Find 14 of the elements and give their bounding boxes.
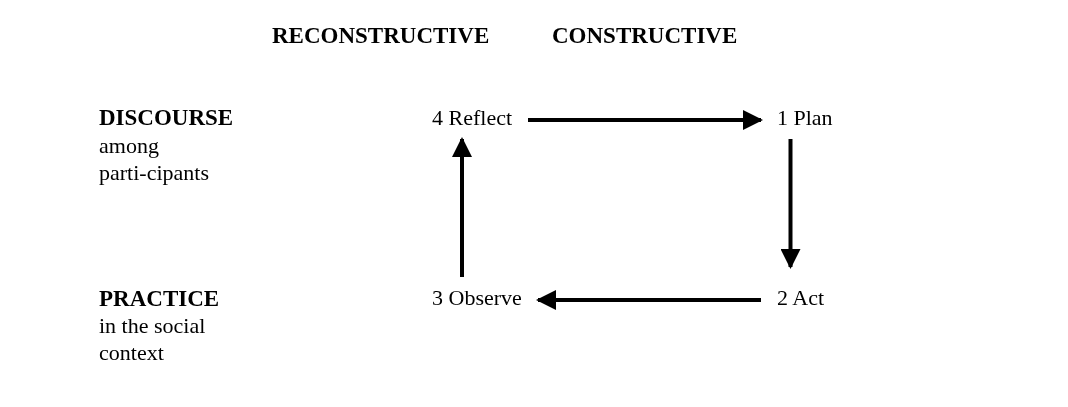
column-heading: DISCOURSE xyxy=(99,104,235,131)
step-label: 3 Observe xyxy=(432,285,522,311)
column-heading: RECONSTRUCTIVE xyxy=(272,22,491,49)
column-heading: CONSTRUCTIVE xyxy=(552,22,739,49)
row-description: in the social context xyxy=(99,312,207,366)
arrow xyxy=(536,290,761,310)
row-description: among parti-cipants xyxy=(99,132,209,186)
arrow xyxy=(780,139,801,269)
arrow xyxy=(452,137,472,277)
step-label: 4 Reflect xyxy=(432,105,513,131)
column-heading: PRACTICE xyxy=(99,285,221,312)
step-label: 1 Plan xyxy=(777,105,833,131)
arrow xyxy=(528,110,763,130)
step-label: 2 Act xyxy=(777,285,825,311)
